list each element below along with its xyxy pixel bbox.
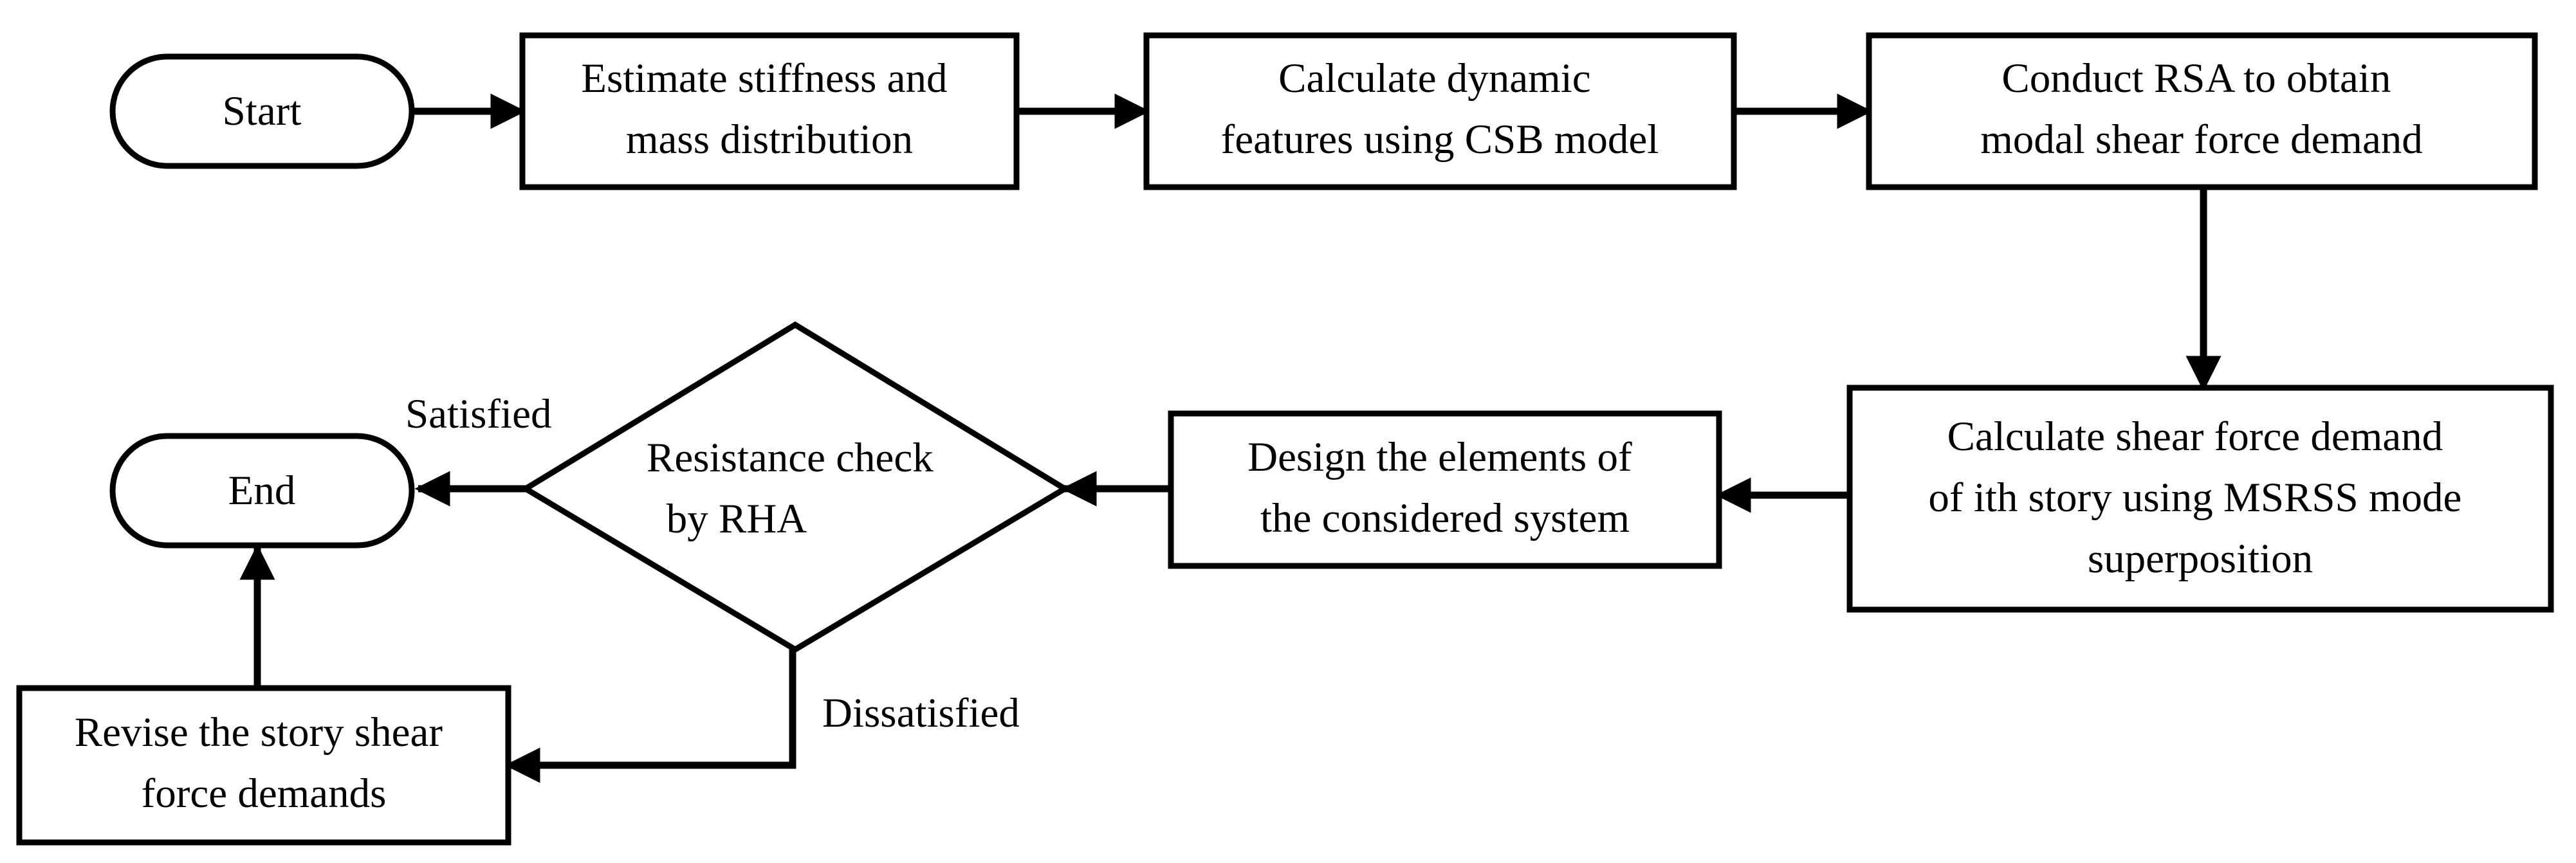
estimate-line-1: Estimate stiffness and — [581, 55, 947, 102]
check-decision-diamond — [520, 321, 1071, 653]
rsa-line-1: Conduct RSA to obtain — [2001, 55, 2391, 102]
revise-line-1: Revise the story shear — [75, 709, 443, 756]
rsa-label: Conduct RSA to obtain modal shear force … — [1980, 55, 2423, 163]
rsa-line-2: modal shear force demand — [1980, 116, 2423, 163]
estimate-node: Estimate stiffness and mass distribution — [519, 32, 1020, 190]
end-label: End — [228, 468, 296, 514]
start-label: Start — [223, 88, 302, 134]
calc-dynamic-line-2: features using CSB model — [1221, 116, 1659, 163]
dissatisfied-label: Dissatisfied — [822, 690, 1020, 736]
design-label: Design the elements of the considered sy… — [1247, 434, 1642, 541]
arrow-check-to-revise — [504, 650, 796, 783]
estimate-line-2: mass distribution — [626, 116, 913, 163]
revise-node: Revise the story shear force demands — [16, 685, 511, 846]
shear-demand-line-3: superposition — [2088, 536, 2313, 582]
start-terminator — [109, 53, 415, 169]
revise-box — [16, 685, 511, 846]
design-node: Design the elements of the considered sy… — [1168, 410, 1722, 569]
check-node: Resistance check by RHA — [520, 321, 1071, 653]
shear-demand-line-1: Calculate shear force demand — [1947, 413, 2443, 460]
shear-demand-box — [1846, 385, 2554, 613]
satisfied-label: Satisfied — [405, 391, 551, 437]
design-line-2: the considered system — [1260, 495, 1630, 541]
end-terminator — [109, 433, 415, 549]
check-label: Resistance check by RHA — [647, 435, 944, 542]
rsa-node: Conduct RSA to obtain modal shear force … — [1866, 32, 2538, 190]
check-line-1: Resistance check — [647, 435, 934, 481]
estimate-label: Estimate stiffness and mass distribution — [581, 55, 958, 163]
revise-label: Revise the story shear force demands — [75, 709, 453, 817]
design-line-1: Design the elements of — [1247, 434, 1632, 480]
estimate-box — [519, 32, 1020, 190]
calc-dynamic-node: Calculate dynamic features using CSB mod… — [1143, 32, 1737, 190]
calc-dynamic-line-1: Calculate dynamic — [1278, 55, 1591, 102]
shear-demand-node: Calculate shear force demand of ith stor… — [1846, 385, 2554, 613]
calc-dynamic-box — [1143, 32, 1737, 190]
check-line-2: by RHA — [667, 496, 807, 542]
shear-demand-label: Calculate shear force demand of ith stor… — [1928, 413, 2472, 582]
revise-line-2: force demands — [142, 770, 387, 817]
design-box — [1168, 410, 1722, 569]
calc-dynamic-label: Calculate dynamic features using CSB mod… — [1221, 55, 1659, 163]
shear-demand-line-2: of ith story using MSRSS mode — [1928, 475, 2461, 521]
start-node: Start — [109, 53, 415, 169]
rsa-box — [1866, 32, 2538, 190]
connectors — [239, 93, 2222, 783]
end-node: End — [109, 433, 415, 549]
